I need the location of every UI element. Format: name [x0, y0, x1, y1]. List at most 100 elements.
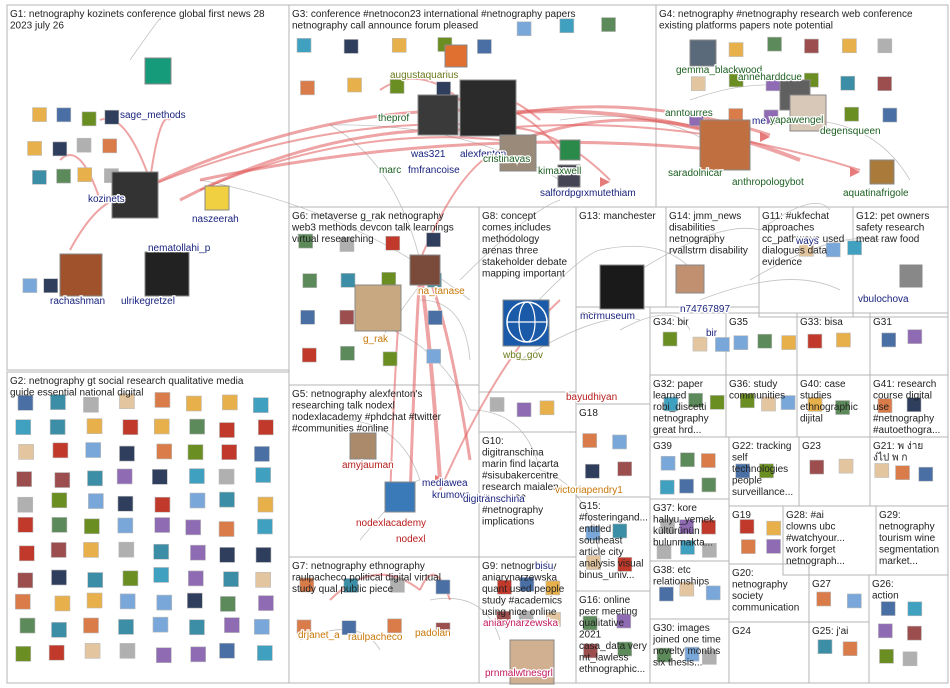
avatar-tile	[617, 461, 632, 477]
avatar	[869, 159, 895, 185]
avatar-tile	[381, 272, 397, 287]
node-label-bisu[interactable]: bisu	[534, 560, 555, 574]
node-label-augustaquarius[interactable]: augustaquarius	[389, 69, 460, 83]
group-label-line: G35	[729, 317, 748, 328]
node-label-alexfenton[interactable]: alexfenton	[459, 148, 508, 162]
node-label-marc[interactable]: marc	[378, 164, 403, 178]
group-label-line: G27	[812, 579, 831, 590]
node-label-nodexl[interactable]: nodexl	[395, 533, 427, 547]
node-label-aquatinafrigole[interactable]: aquatinafrigole	[842, 187, 911, 201]
group-label-line: southeast	[579, 536, 623, 547]
avatar	[384, 481, 416, 513]
node-label-naszeerah[interactable]: naszeerah	[191, 213, 240, 227]
group-label-line: #communities #online	[292, 424, 389, 435]
node-label-raulpacheco[interactable]: raulpacheco	[347, 631, 404, 645]
node-label-yapawengel[interactable]: yapawengel	[769, 114, 825, 128]
avatar	[354, 284, 402, 332]
node-label-aniarynarzewska[interactable]: aniarynarzewska	[482, 617, 560, 631]
node-label-wbg-gov[interactable]: wbg_gov	[501, 349, 545, 363]
node-label-anneharddcue[interactable]: anneharddcue	[737, 71, 804, 85]
avatar-tile	[728, 42, 744, 57]
avatar-tile	[877, 76, 892, 91]
node-label-sage-methods[interactable]: sage_methods	[119, 109, 187, 123]
node-label-me[interactable]: me	[751, 115, 768, 129]
avatar	[144, 57, 172, 85]
avatar-tile	[189, 468, 205, 484]
group-label-line: netnography	[669, 234, 725, 245]
node-label-was321[interactable]: was321	[409, 148, 447, 162]
avatar-tile	[154, 392, 171, 408]
node-label-rachashman[interactable]: rachashman	[49, 295, 107, 309]
node-label-bayudhiyan[interactable]: bayudhiyan	[565, 391, 619, 405]
avatar-tile	[50, 394, 66, 410]
node-label-xmutethiam[interactable]: xmutethiam	[583, 187, 637, 201]
group-label-g13: G13: manchester	[579, 211, 656, 222]
node-label-nematollahi-p[interactable]: nematollahi_p	[147, 242, 212, 256]
node-label-n74767897[interactable]: n74767897	[679, 303, 732, 317]
node-label-victoriapendry1[interactable]: victoriapendry1	[554, 484, 625, 498]
node-label-na-tanase[interactable]: na_tanase	[417, 285, 467, 299]
avatar-tile	[715, 337, 730, 352]
avatar-tile	[17, 517, 34, 533]
avatar-tile	[151, 469, 168, 485]
node-label-kozinets[interactable]: kozinets	[87, 193, 126, 207]
node-label-mcrmuseum[interactable]: mcrmuseum	[579, 310, 637, 324]
avatar	[144, 251, 190, 297]
avatar-tile	[847, 240, 862, 256]
node-label-degensqueen[interactable]: degensqueen	[819, 125, 882, 139]
node-label-ways[interactable]: ways	[794, 235, 820, 249]
group-box-g41	[869, 374, 949, 438]
node-label-ulrikegretzel[interactable]: ulrikegretzel	[120, 295, 176, 309]
avatar-tile	[766, 520, 781, 536]
node-label-salfordpgrs[interactable]: salfordpgrs	[539, 187, 591, 201]
node-label-drjanet-a[interactable]: drjanet_a	[297, 629, 342, 643]
node-label-g-rak[interactable]: g_rak	[362, 333, 391, 347]
avatar	[509, 639, 555, 685]
group-label-line: G23	[802, 441, 821, 452]
group-label-line: G3: conference #netnocon23 international…	[292, 9, 576, 20]
avatar-tile	[220, 596, 236, 612]
avatar-tile	[546, 612, 561, 627]
node-label-nodexlacademy[interactable]: nodexlacademy	[355, 517, 428, 531]
node-label-kimaxwell[interactable]: kimaxwell	[537, 165, 583, 179]
group-label-line: netnography	[732, 580, 788, 591]
node-label-anthropologybot[interactable]: anthropologybot	[731, 176, 805, 190]
node-tiles	[15, 17, 934, 667]
avatar	[459, 79, 517, 137]
avatar-tile	[825, 242, 841, 258]
group-label-line: ethnographic	[800, 402, 858, 413]
avatar-tile	[877, 38, 893, 54]
gray-edge	[539, 469, 601, 561]
node-label-saradolnicar[interactable]: saradolnicar	[667, 167, 725, 181]
node-label-vbulochova[interactable]: vbulochova	[857, 293, 911, 307]
avatar-tile	[612, 434, 627, 450]
avatar-tile	[51, 517, 68, 533]
avatar-tile	[189, 619, 205, 636]
node-label-padolan[interactable]: padolan	[414, 627, 452, 641]
group-label-line: methodology	[482, 234, 539, 245]
node-label-anntourres[interactable]: anntourres	[664, 107, 714, 121]
gray-edge	[129, 18, 162, 61]
node-label-amyjauman[interactable]: amyjauman	[341, 459, 395, 473]
node-label-bir[interactable]: bir	[705, 327, 719, 341]
avatar-tile	[255, 571, 271, 588]
avatar-tile	[19, 617, 36, 634]
avatar-tile	[54, 472, 71, 488]
node-label-mediawea[interactable]: mediawea	[421, 477, 470, 491]
group-label-line: mapping important	[482, 269, 565, 280]
node-label-fmfrancoise[interactable]: fmfrancoise	[407, 164, 462, 178]
group-label-g1: G1: netnography kozinets conference glob…	[10, 9, 265, 32]
avatar	[59, 253, 103, 297]
avatar-tile	[153, 567, 169, 583]
node-label-digitranschina[interactable]: digitranschina	[462, 493, 527, 507]
group-label-line: tourism wine	[879, 533, 936, 544]
group-label-line: G32: paper	[653, 379, 704, 390]
node-label-krumova[interactable]: krumova	[431, 489, 472, 503]
avatar-tile	[156, 647, 172, 663]
node-label-cristinavas[interactable]: cristinavas	[482, 153, 532, 167]
node-label-theprof[interactable]: theprof	[377, 112, 411, 126]
node-label-gemma-blackwood[interactable]: gemma_blackwood	[675, 64, 764, 78]
node-label-prnmalwtnesgrl[interactable]: prnmalwtnesgrl	[484, 667, 554, 681]
